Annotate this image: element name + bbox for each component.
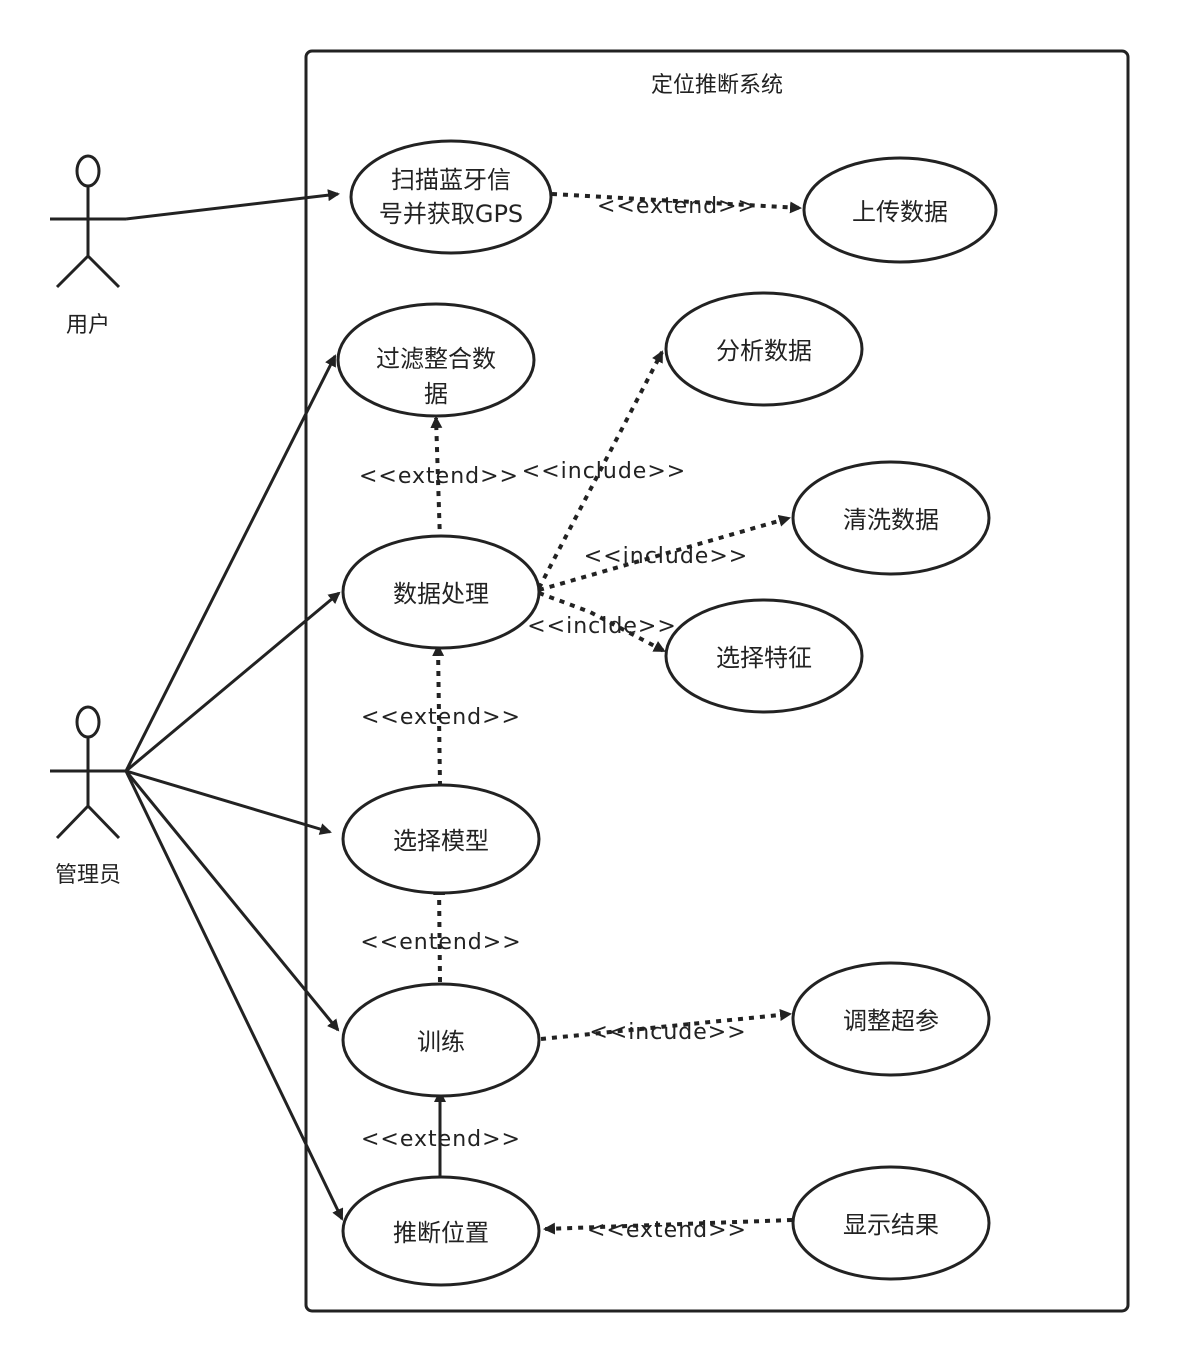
rel-show-infer <box>543 1218 793 1235</box>
actor-admin-head <box>75 705 101 739</box>
actor-user-right-leg <box>86 254 121 289</box>
actor-admin <box>50 705 126 840</box>
assoc-admin-process <box>125 591 341 773</box>
relation-label-process-select-feature: <<inclde>> <box>527 614 677 639</box>
actor-user-head <box>75 154 101 188</box>
relation-label-model-process: <<extend>> <box>361 705 521 730</box>
system-boundary <box>304 49 1130 1313</box>
assoc-admin-infer <box>124 770 344 1221</box>
rel-train-tune <box>540 1009 792 1041</box>
usecase-train <box>341 982 541 1098</box>
usecase-select-model-label: 选择模型 <box>393 827 489 855</box>
assoc-admin-train <box>124 770 340 1032</box>
relation-label-process-clean: <<include>> <box>584 544 748 569</box>
usecase-filter-label-1: 过滤整合数 <box>376 345 496 373</box>
usecase-analyze <box>664 291 864 407</box>
system-title: 定位推断系统 <box>651 73 783 98</box>
usecase-select-feature-label: 选择特征 <box>716 644 812 672</box>
usecase-clean-label: 清洗数据 <box>843 506 939 534</box>
usecase-filter <box>336 302 536 418</box>
usecase-infer-label: 推断位置 <box>393 1219 489 1247</box>
usecase-tune-label: 调整超参 <box>843 1007 939 1035</box>
usecase-clean <box>791 460 991 576</box>
usecase-scan-label-2: 号并获取GPS <box>379 200 523 228</box>
usecase-infer <box>341 1175 541 1287</box>
rel-train-model <box>433 883 446 983</box>
usecase-upload <box>802 156 998 264</box>
actor-user-label: 用户 <box>66 313 110 338</box>
relation-label-infer-train: <<extend>> <box>361 1127 521 1152</box>
actor-admin-right-leg <box>86 804 121 840</box>
usecase-analyze-label: 分析数据 <box>716 337 812 365</box>
relation-label-process-analyze: <<include>> <box>522 459 686 484</box>
usecase-train-label: 训练 <box>417 1028 465 1056</box>
usecase-tune <box>791 961 991 1077</box>
relation-label-process-filter: <<extend>> <box>359 464 519 489</box>
rel-process-analyze <box>537 350 664 589</box>
usecase-select-model <box>341 783 541 895</box>
assoc-admin-model <box>125 769 332 835</box>
rel-model-process <box>432 644 445 787</box>
usecase-show <box>791 1165 991 1281</box>
usecase-process-label: 数据处理 <box>393 580 489 608</box>
actor-admin-label: 管理员 <box>55 863 121 888</box>
usecase-scan-label-1: 扫描蓝牙信 <box>391 166 511 194</box>
rel-scan-upload <box>551 192 802 214</box>
assoc-admin-filter <box>124 354 337 772</box>
usecase-select-feature <box>664 598 864 714</box>
relation-label-scan-upload: <<extend>> <box>597 194 757 219</box>
rel-process-select-feature <box>538 591 666 653</box>
usecase-upload-label: 上传数据 <box>852 198 948 226</box>
usecase-scan <box>349 139 553 255</box>
relation-label-train-model: <<entend>> <box>360 930 521 955</box>
actor-admin-left-leg <box>55 804 90 840</box>
relation-label-train-tune: <<incude>> <box>589 1020 746 1045</box>
actor-user <box>50 154 126 289</box>
assoc-user-scan <box>125 189 340 221</box>
relation-label-show-infer: <<extend>> <box>587 1218 747 1243</box>
usecase-show-label: 显示结果 <box>843 1211 939 1239</box>
actor-user-left-leg <box>55 254 90 289</box>
rel-process-filter <box>430 416 443 541</box>
usecase-filter-label-2: 据 <box>424 380 448 408</box>
usecase-process <box>341 534 541 650</box>
